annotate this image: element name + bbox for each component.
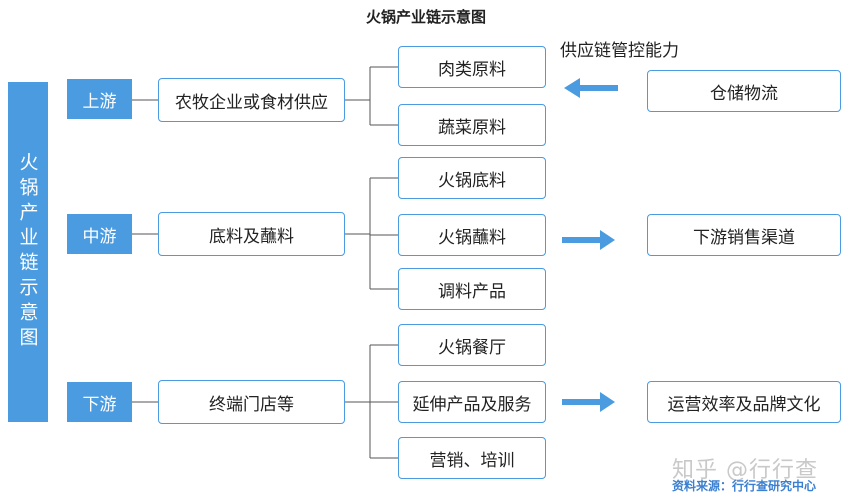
stage-midstream: 中游 [67, 214, 132, 254]
source-note: 资料来源：行行查研究中心 [672, 479, 817, 493]
stage-upstream: 上游 [67, 79, 132, 119]
operational-efficiency: 运营效率及品牌文化 [647, 381, 841, 423]
right-arrow [562, 230, 615, 250]
supply-chain-caption: 供应链管控能力 [560, 41, 679, 61]
category-downstream: 终端门店等 [158, 380, 345, 424]
category-midstream: 底料及蘸料 [158, 212, 345, 256]
item-marketing-training: 营销、培训 [398, 437, 546, 479]
left-arrow [564, 78, 618, 98]
item-restaurant: 火锅餐厅 [398, 324, 546, 366]
watermark: 知乎 @行行查 [672, 458, 818, 483]
storage-logistics: 仓储物流 [647, 70, 841, 112]
page-title: 火锅产业链示意图 [365, 8, 486, 26]
item-meat: 肉类原料 [398, 46, 546, 88]
sales-channels: 下游销售渠道 [647, 214, 841, 256]
item-seasoning: 调料产品 [398, 268, 546, 310]
right-arrow [562, 392, 615, 412]
item-vegetables: 蔬菜原料 [398, 104, 546, 146]
category-upstream: 农牧企业或食材供应 [158, 78, 345, 122]
stage-downstream: 下游 [67, 382, 132, 422]
side-label: 火锅产业链示意图 [8, 82, 48, 422]
item-hotpot-base: 火锅底料 [398, 157, 546, 199]
item-dipping-sauce: 火锅蘸料 [398, 214, 546, 256]
item-extended-services: 延伸产品及服务 [398, 381, 546, 423]
